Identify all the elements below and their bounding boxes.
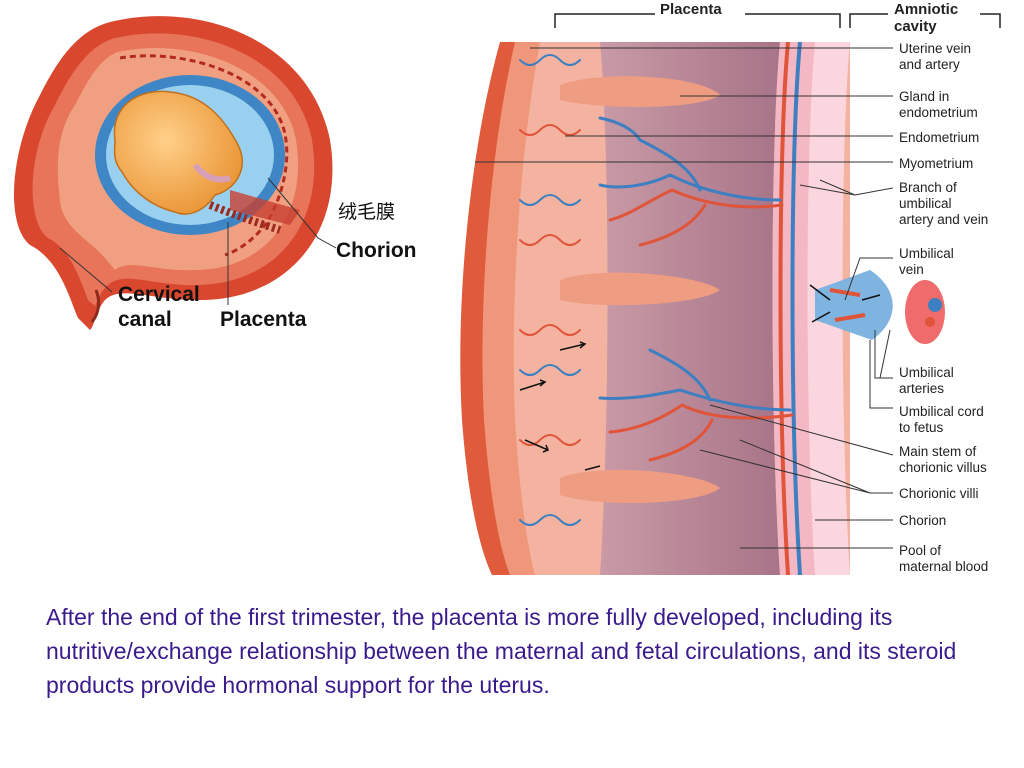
label-main-stem-line2: chorionic villus xyxy=(899,460,987,475)
label-umbilical-arteries-line1: Umbilical xyxy=(899,365,954,380)
chorion-leader-line xyxy=(267,177,337,249)
label-myometrium: Myometrium xyxy=(899,156,973,171)
label-uterine-vein-line1: Uterine vein xyxy=(899,41,971,56)
placenta-section xyxy=(460,41,945,576)
header-amniotic-line2: cavity xyxy=(894,18,937,35)
label-umbilical-vein-line1: Umbilical xyxy=(899,246,954,261)
label-main-stem-line1: Main stem of xyxy=(899,444,977,459)
placenta-label-left: Placenta xyxy=(220,308,307,331)
label-pool-line1: Pool of xyxy=(899,543,941,558)
caption-text: After the end of the first trimester, th… xyxy=(46,604,957,698)
chorion-chinese-label: 绒毛膜 xyxy=(338,201,395,223)
leader-lines xyxy=(475,47,894,549)
cervical-canal-label-line1: Cervical xyxy=(118,283,200,306)
label-umbilical-arteries-line2: arteries xyxy=(899,381,944,396)
label-umbilical-vein-line2: vein xyxy=(899,262,924,277)
label-branch-line1: Branch of xyxy=(899,180,957,195)
label-branch-line2: umbilical xyxy=(899,196,952,211)
label-chorionic-villi: Chorionic villi xyxy=(899,486,979,501)
label-umbilical-cord-line2: to fetus xyxy=(899,420,944,435)
label-umbilical-cord-line1: Umbilical cord xyxy=(899,404,984,419)
label-branch-line3: artery and vein xyxy=(899,212,988,227)
header-placenta: Placenta xyxy=(660,1,722,18)
label-pool-line2: maternal blood xyxy=(899,559,988,574)
uterus-illustration xyxy=(13,16,333,331)
label-endometrium: Endometrium xyxy=(899,130,979,145)
label-uterine-vein-line2: and artery xyxy=(899,57,960,72)
header-amniotic-line1: Amniotic xyxy=(894,1,958,18)
label-gland-line2: endometrium xyxy=(899,105,978,120)
cervical-leader-line xyxy=(59,247,113,293)
chorion-label: Chorion xyxy=(336,239,416,262)
label-chorion-right: Chorion xyxy=(899,513,946,528)
label-gland-line1: Gland in xyxy=(899,89,949,104)
cervical-canal-label-line2: canal xyxy=(118,308,172,331)
